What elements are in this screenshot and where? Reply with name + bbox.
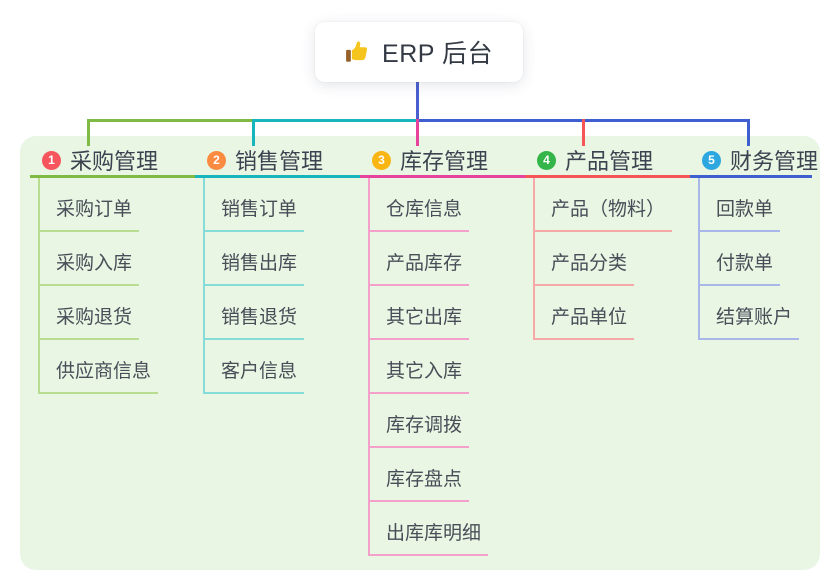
child-node-label: 其它出库 bbox=[370, 302, 470, 340]
branch-children: 回款单 付款单 结算账户 bbox=[698, 178, 812, 340]
branch-children: 仓库信息 产品库存 其它出库 其它入库 库存调拨 库存盘点 出库库明细 bbox=[368, 178, 527, 556]
branch-header[interactable]: 3 库存管理 bbox=[360, 145, 527, 178]
branch-header[interactable]: 4 产品管理 bbox=[525, 145, 692, 178]
child-node[interactable]: 采购订单 bbox=[40, 178, 197, 232]
child-node-label: 采购订单 bbox=[40, 194, 140, 232]
child-node[interactable]: 其它入库 bbox=[370, 340, 527, 394]
child-node[interactable]: 供应商信息 bbox=[40, 340, 197, 394]
branch-purchase: 1 采购管理 采购订单 采购入库 采购退货 供应商信息 bbox=[30, 145, 197, 394]
child-node-label: 销售出库 bbox=[205, 248, 305, 286]
child-node-label: 客户信息 bbox=[205, 356, 305, 394]
drop-finance-line bbox=[747, 119, 750, 146]
branch-label: 销售管理 bbox=[235, 149, 324, 174]
branch-label: 库存管理 bbox=[400, 149, 489, 174]
child-node-label: 供应商信息 bbox=[40, 356, 159, 394]
child-node[interactable]: 回款单 bbox=[700, 178, 812, 232]
child-node[interactable]: 采购退货 bbox=[40, 286, 197, 340]
root-connector-line bbox=[416, 82, 419, 122]
child-node-label: 付款单 bbox=[700, 248, 781, 286]
branch-finance: 5 财务管理 回款单 付款单 结算账户 bbox=[690, 145, 818, 340]
child-node[interactable]: 出库库明细 bbox=[370, 502, 527, 556]
child-node[interactable]: 采购入库 bbox=[40, 232, 197, 286]
bus-segment-sales-line bbox=[252, 119, 418, 122]
bus-segment-purchase-line bbox=[87, 119, 254, 122]
branch-number-badge: 5 bbox=[702, 150, 721, 170]
branch-children: 产品（物料） 产品分类 产品单位 bbox=[533, 178, 692, 340]
child-node[interactable]: 产品分类 bbox=[535, 232, 692, 286]
child-node-label: 产品库存 bbox=[370, 248, 470, 286]
child-node-label: 出库库明细 bbox=[370, 518, 489, 556]
child-node[interactable]: 客户信息 bbox=[205, 340, 362, 394]
branch-inventory: 3 库存管理 仓库信息 产品库存 其它出库 其它入库 库存调拨 库存盘点 出库库… bbox=[360, 145, 527, 556]
child-node-label: 库存盘点 bbox=[370, 464, 470, 502]
child-node-label: 结算账户 bbox=[700, 302, 800, 340]
drop-sales-line bbox=[252, 119, 255, 146]
branch-number-badge: 1 bbox=[42, 150, 61, 170]
branch-number-badge: 2 bbox=[207, 150, 226, 170]
drop-inventory-line bbox=[416, 119, 419, 146]
child-node-label: 采购入库 bbox=[40, 248, 140, 286]
branch-header[interactable]: 1 采购管理 bbox=[30, 145, 197, 178]
drop-product-line bbox=[582, 119, 585, 146]
child-node-label: 产品（物料） bbox=[535, 194, 673, 232]
branch-label: 采购管理 bbox=[70, 149, 159, 174]
child-node[interactable]: 产品单位 bbox=[535, 286, 692, 340]
branch-label: 产品管理 bbox=[565, 149, 654, 174]
branch-label: 财务管理 bbox=[730, 149, 819, 174]
branch-children: 销售订单 销售出库 销售退货 客户信息 bbox=[203, 178, 362, 394]
child-node[interactable]: 其它出库 bbox=[370, 286, 527, 340]
branch-children: 采购订单 采购入库 采购退货 供应商信息 bbox=[38, 178, 197, 394]
branch-number-badge: 4 bbox=[537, 150, 556, 170]
child-node[interactable]: 库存调拨 bbox=[370, 394, 527, 448]
child-node-label: 销售退货 bbox=[205, 302, 305, 340]
child-node-label: 仓库信息 bbox=[370, 194, 470, 232]
child-node[interactable]: 销售订单 bbox=[205, 178, 362, 232]
drop-purchase-line bbox=[87, 119, 90, 146]
child-node[interactable]: 产品（物料） bbox=[535, 178, 692, 232]
child-node[interactable]: 仓库信息 bbox=[370, 178, 527, 232]
child-node[interactable]: 销售出库 bbox=[205, 232, 362, 286]
child-node-label: 其它入库 bbox=[370, 356, 470, 394]
child-node-label: 产品分类 bbox=[535, 248, 635, 286]
child-node[interactable]: 产品库存 bbox=[370, 232, 527, 286]
child-node-label: 产品单位 bbox=[535, 302, 635, 340]
branch-sales: 2 销售管理 销售订单 销售出库 销售退货 客户信息 bbox=[195, 145, 362, 394]
root-node[interactable]: ERP 后台 bbox=[315, 22, 523, 82]
child-node-label: 销售订单 bbox=[205, 194, 305, 232]
branch-product: 4 产品管理 产品（物料） 产品分类 产品单位 bbox=[525, 145, 692, 340]
branch-header[interactable]: 2 销售管理 bbox=[195, 145, 362, 178]
branch-number-badge: 3 bbox=[372, 150, 391, 170]
child-node[interactable]: 库存盘点 bbox=[370, 448, 527, 502]
branch-header[interactable]: 5 财务管理 bbox=[690, 145, 818, 178]
child-node-label: 回款单 bbox=[700, 194, 781, 232]
child-node-label: 采购退货 bbox=[40, 302, 140, 340]
root-node-label: ERP 后台 bbox=[382, 40, 493, 68]
child-node-label: 库存调拨 bbox=[370, 410, 470, 448]
child-node[interactable]: 付款单 bbox=[700, 232, 812, 286]
child-node[interactable]: 销售退货 bbox=[205, 286, 362, 340]
thumbs-up-icon bbox=[345, 39, 371, 65]
branches-panel bbox=[20, 136, 820, 570]
child-node[interactable]: 结算账户 bbox=[700, 286, 812, 340]
